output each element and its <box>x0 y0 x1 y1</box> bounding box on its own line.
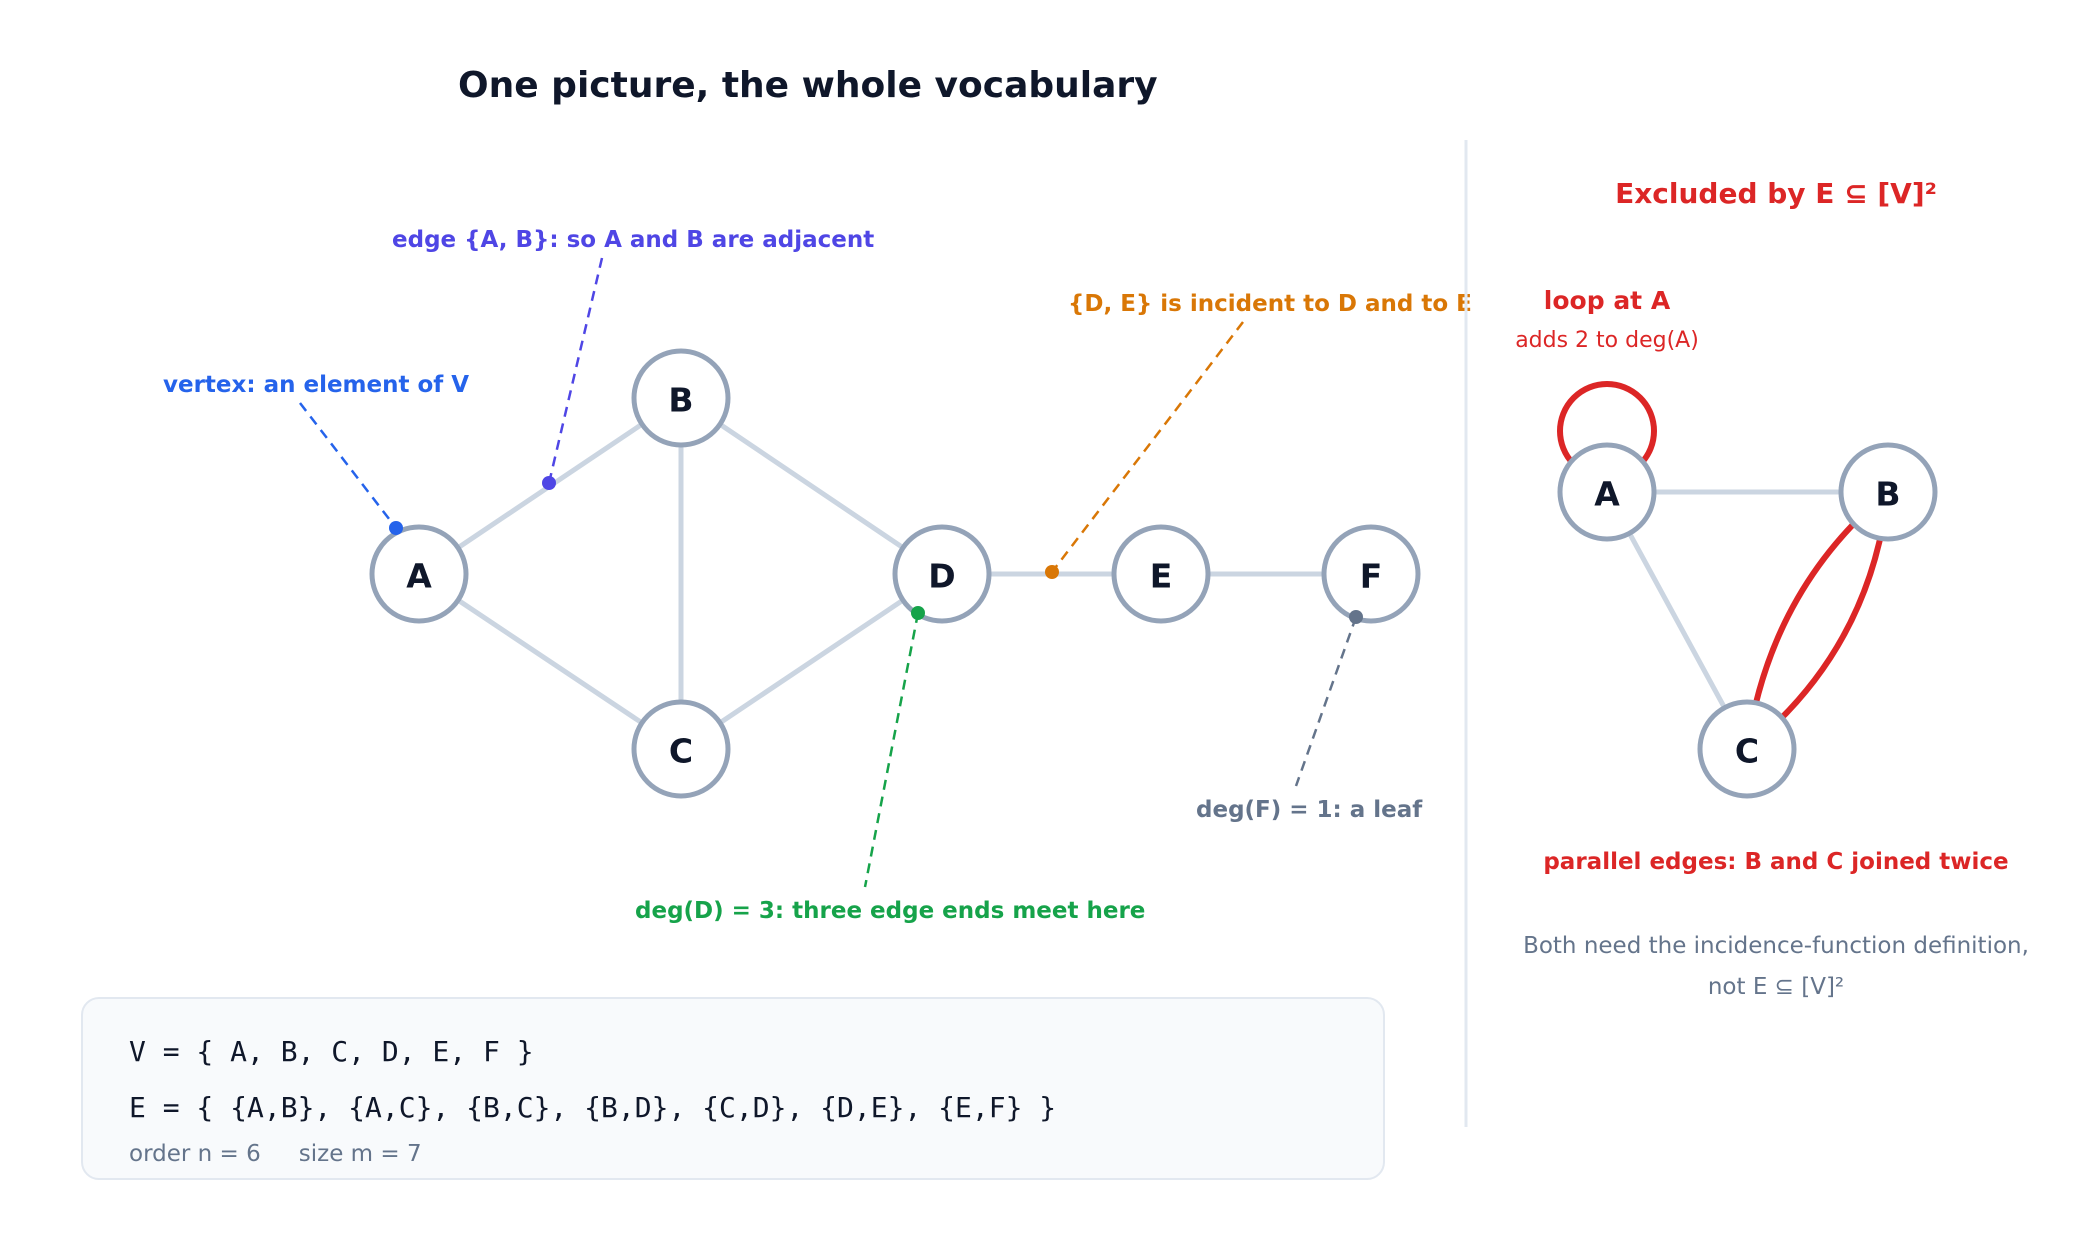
annotation-vertex: vertex: an element of V <box>163 372 469 535</box>
loop-sublabel: adds 2 to deg(A) <box>1515 328 1699 353</box>
node-c: C <box>631 699 731 799</box>
parallel-edges-label: parallel edges: B and C joined twice <box>1543 849 2008 875</box>
annotation-degree-text: deg(D) = 3: three edge ends meet here <box>635 898 1145 924</box>
excluded-note-line-2: not E ⊆ [V]² <box>1708 974 1844 1000</box>
excluded-node-a-label: A <box>1594 475 1620 514</box>
node-d-label: D <box>928 557 955 596</box>
annotation-edge-leader <box>547 257 604 484</box>
node-f: F <box>1321 524 1421 624</box>
annotation-leaf: deg(F) = 1: a leaf <box>1196 610 1423 823</box>
excluded-node-a: A <box>1557 442 1657 542</box>
edge-a-c <box>416 571 684 752</box>
annotation-degree-dot <box>911 606 925 620</box>
annotation-vertex-leader <box>299 402 397 529</box>
annotation-edge-text: edge {A, B}: so A and B are adjacent <box>392 227 874 253</box>
node-d: D <box>892 524 992 624</box>
order-size-line: order n = 6 size m = 7 <box>129 1141 422 1167</box>
node-a-label: A <box>406 557 432 596</box>
size-value: size m = 7 <box>298 1141 422 1167</box>
node-a: A <box>369 524 469 624</box>
annotation-vertex-text: vertex: an element of V <box>163 372 469 398</box>
annotation-degree: deg(D) = 3: three edge ends meet here <box>635 606 1145 924</box>
annotation-incident-leader <box>1051 321 1244 573</box>
annotation-edge: edge {A, B}: so A and B are adjacent <box>392 227 874 490</box>
loop-label: loop at A <box>1544 286 1671 315</box>
node-f-label: F <box>1360 557 1383 596</box>
node-e-label: E <box>1150 557 1173 596</box>
node-b-label: B <box>668 381 693 420</box>
annotation-edge-dot <box>542 476 556 490</box>
excluded-node-b: B <box>1838 442 1938 542</box>
edge-c-d <box>678 571 945 752</box>
annotation-incident-text: {D, E} is incident to D and to E <box>1068 291 1472 317</box>
node-b: B <box>631 348 731 448</box>
set-definition-box: V = { A, B, C, D, E, F } E = { {A,B}, {A… <box>81 997 1385 1180</box>
excluded-note-line-1: Both need the incidence-function definit… <box>1523 933 2029 959</box>
annotation-leaf-text: deg(F) = 1: a leaf <box>1196 797 1423 823</box>
edge-set-line: E = { {A,B}, {A,C}, {B,C}, {B,D}, {C,D},… <box>129 1091 1057 1124</box>
annotation-leaf-leader <box>1294 616 1358 787</box>
excluded-panel: Excluded by E ⊆ [V]² loop at A adds 2 to… <box>1515 177 2029 1000</box>
edge-b-d <box>678 395 945 577</box>
node-c-label: C <box>669 732 693 771</box>
annotation-leaf-dot <box>1349 610 1363 624</box>
annotation-incident: {D, E} is incident to D and to E <box>1045 291 1472 579</box>
vertex-set-line: V = { A, B, C, D, E, F } <box>129 1035 534 1068</box>
node-e: E <box>1111 524 1211 624</box>
excluded-node-b-label: B <box>1875 475 1900 514</box>
order-value: order n = 6 <box>129 1141 261 1167</box>
page-title: One picture, the whole vocabulary <box>458 65 1158 106</box>
excluded-node-c-label: C <box>1735 732 1759 771</box>
excluded-node-c: C <box>1697 699 1797 799</box>
excluded-panel-title: Excluded by E ⊆ [V]² <box>1615 177 1937 210</box>
annotation-vertex-dot <box>389 521 403 535</box>
annotation-degree-leader <box>863 612 920 888</box>
annotation-incident-dot <box>1045 565 1059 579</box>
